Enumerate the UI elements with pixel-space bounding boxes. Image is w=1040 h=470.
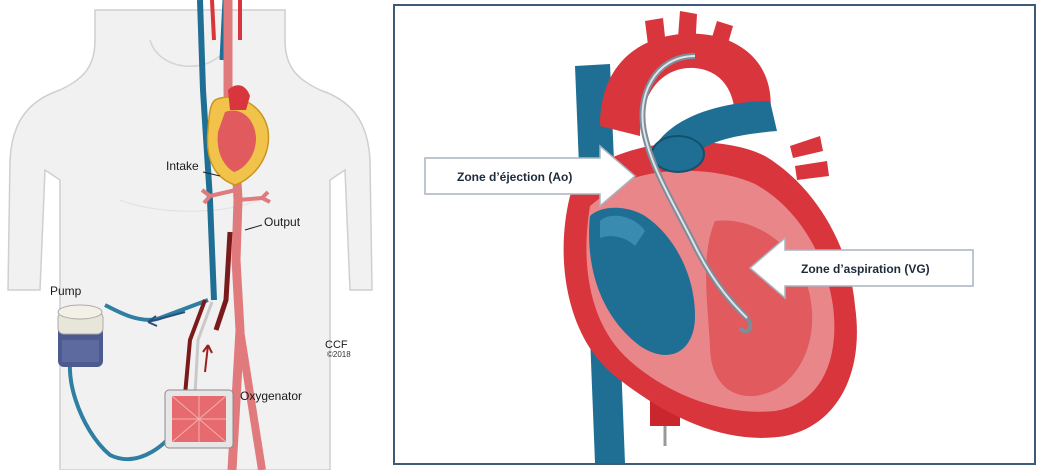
oxygenator-device — [165, 390, 233, 448]
label-oxygenator: Oxygenator — [240, 389, 302, 403]
callout-aspiration-label: Zone d’aspiration (VG) — [801, 262, 930, 276]
heart-catheter-panel: Zone d’éjection (Ao) Zone d’aspiration (… — [393, 4, 1036, 465]
label-pump: Pump — [50, 284, 82, 298]
credit-year: ©2018 — [327, 350, 351, 359]
ecmo-diagram-svg: Intake Output Pump Oxygenator CCF ©2018 — [0, 0, 380, 470]
callout-ejection: Zone d’éjection (Ao) — [425, 146, 635, 206]
pump-device — [58, 305, 103, 367]
label-output: Output — [264, 215, 301, 229]
callout-aspiration: Zone d’aspiration (VG) — [750, 238, 973, 298]
label-intake: Intake — [166, 159, 199, 173]
heart-catheter-svg: Zone d’éjection (Ao) Zone d’aspiration (… — [395, 6, 1034, 463]
callout-ejection-label: Zone d’éjection (Ao) — [457, 170, 572, 184]
ecmo-illustration: Intake Output Pump Oxygenator CCF ©2018 — [0, 0, 380, 470]
